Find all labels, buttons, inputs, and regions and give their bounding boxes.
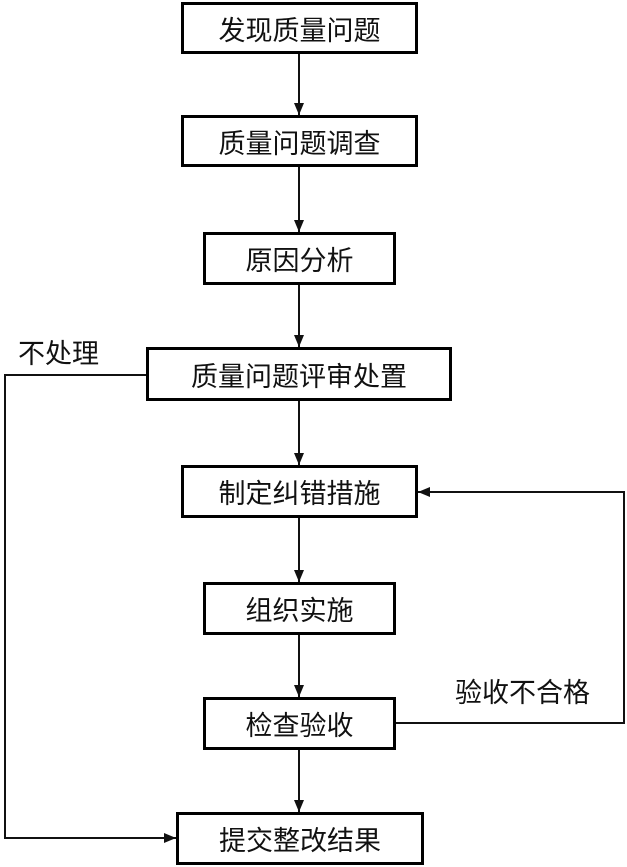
step-define-corrective-actions: 制定纠错措施: [181, 465, 418, 518]
step-cause-analysis: 原因分析: [203, 232, 396, 285]
step-inspection-acceptance: 检查验收: [203, 697, 396, 750]
no-action-label: 不处理: [18, 339, 99, 370]
step-investigate-quality-issue: 质量问题调查: [181, 115, 418, 167]
step-review-and-disposition: 质量问题评审处置: [146, 347, 452, 401]
step-discover-quality-issue: 发现质量问题: [181, 2, 418, 54]
step-organize-implementation: 组织实施: [203, 582, 396, 635]
rework-connector: [396, 487, 625, 724]
no-action-connector: [4, 374, 176, 843]
acceptance-failed-label: 验收不合格: [455, 678, 590, 709]
step-submit-rectification-results: 提交整改结果: [176, 812, 424, 865]
